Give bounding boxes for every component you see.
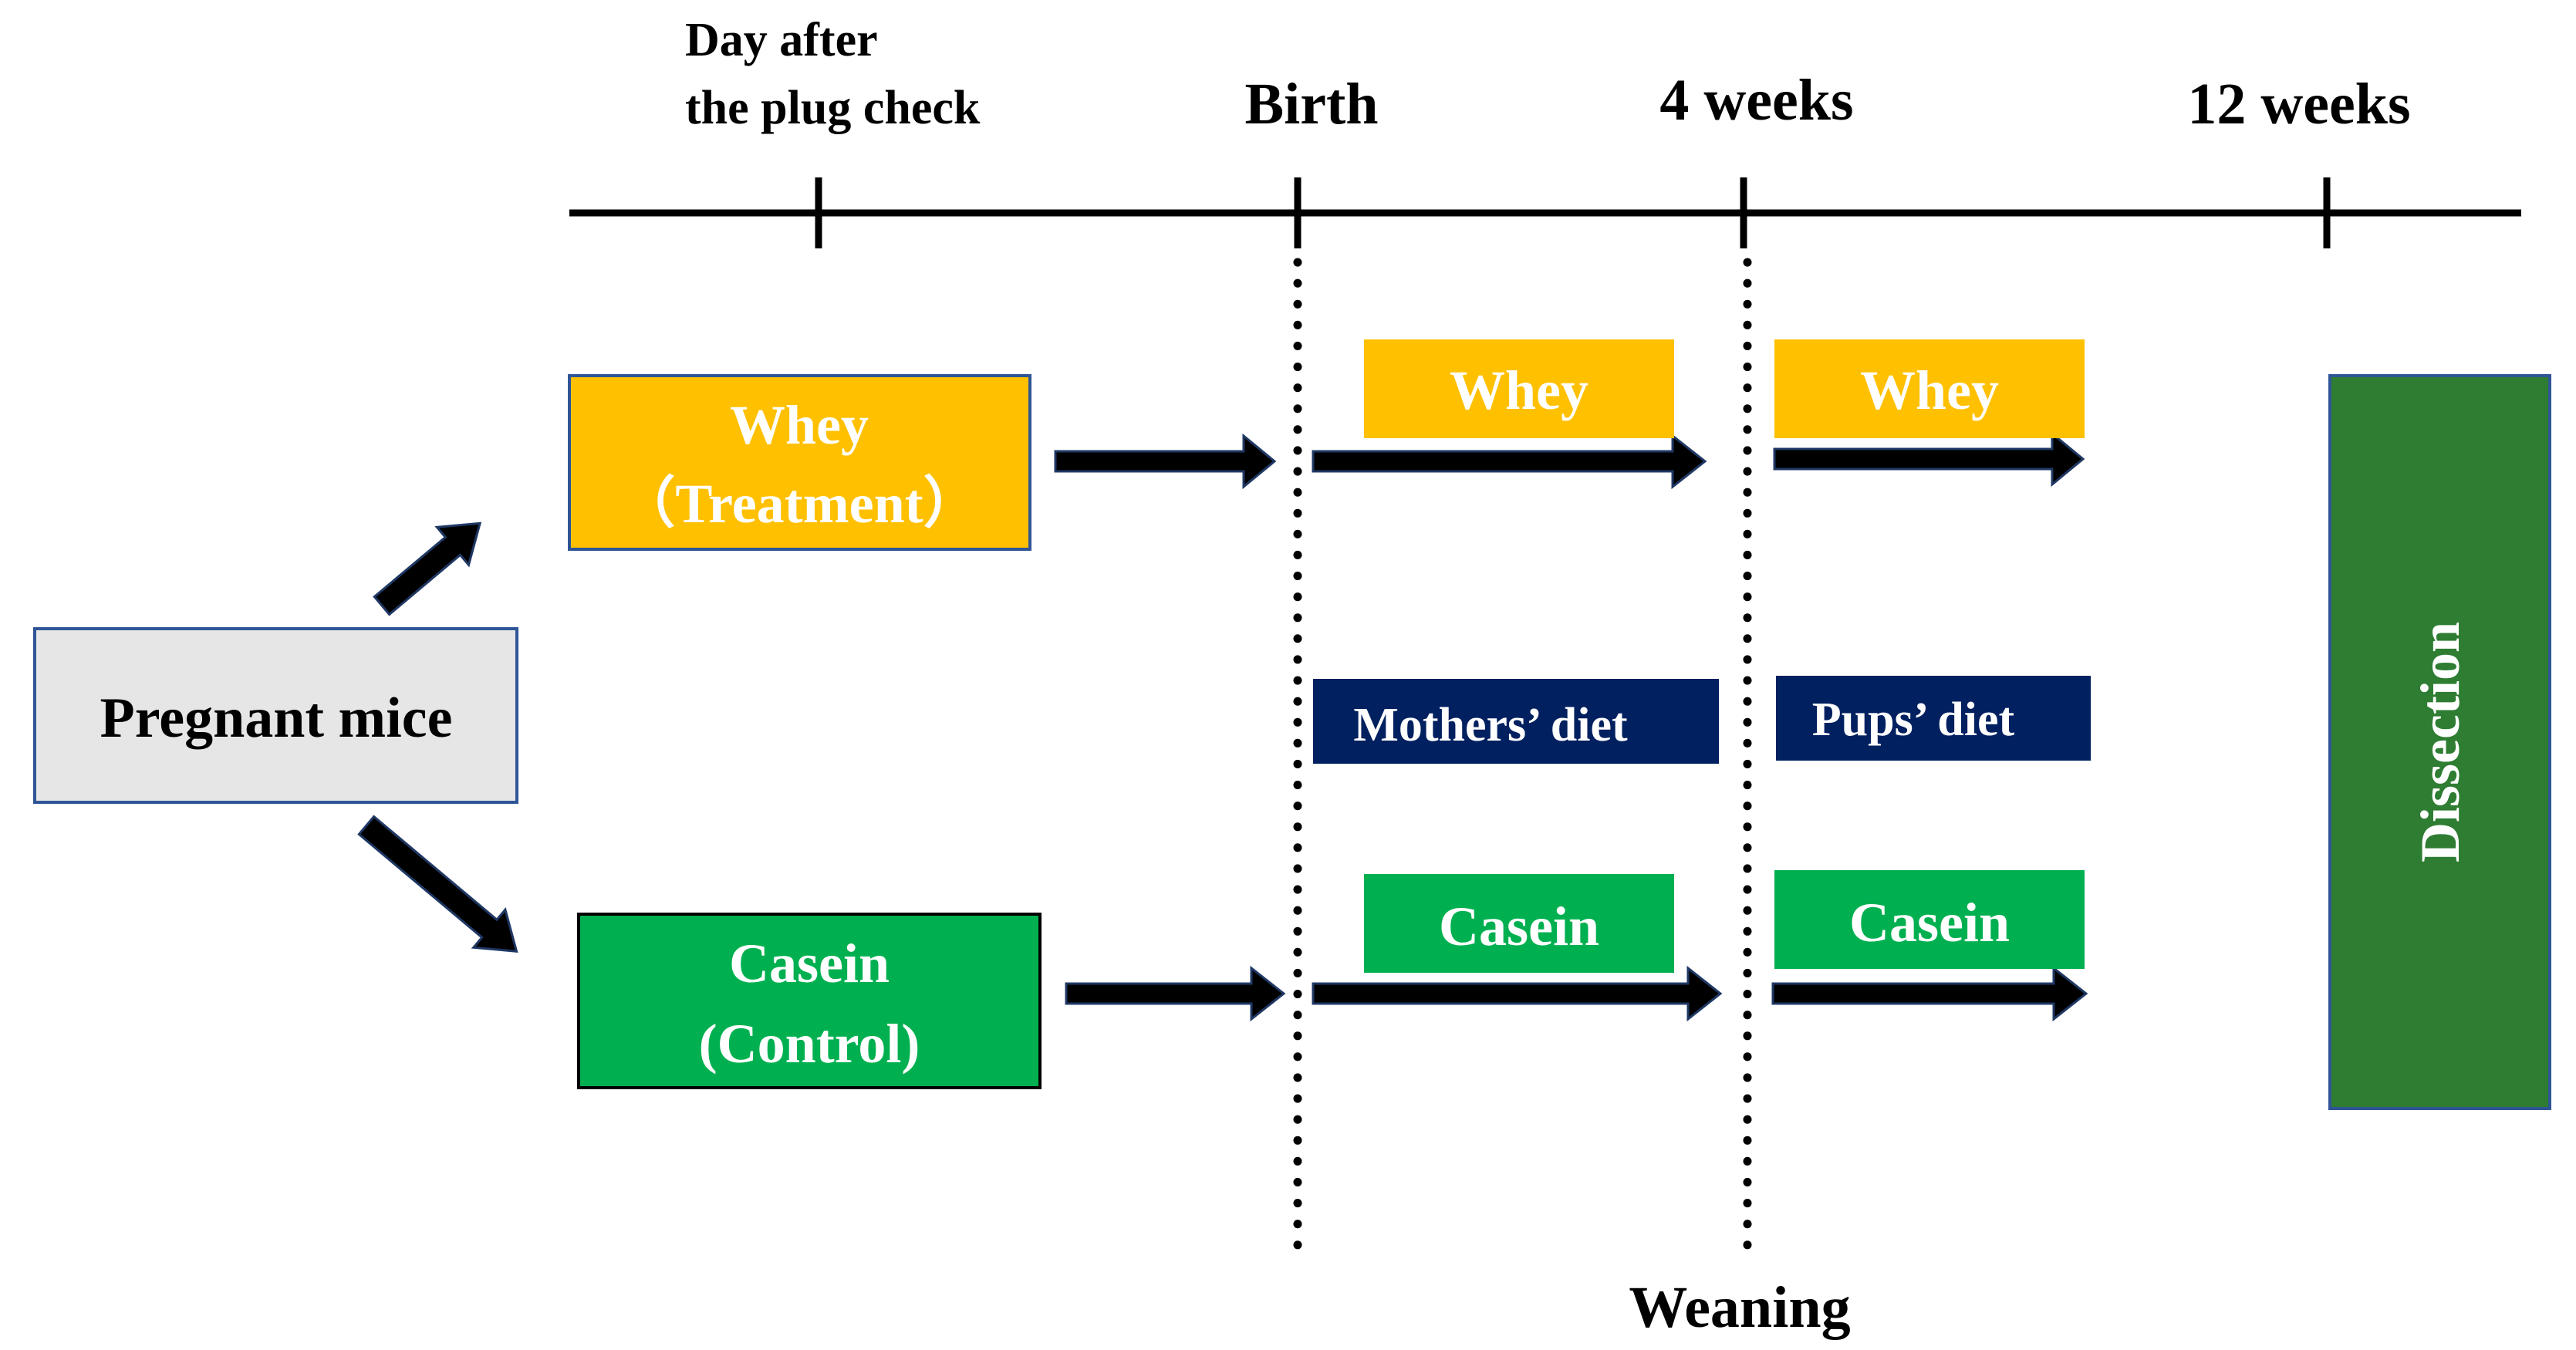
arrow-treatment-birth-to-weaning: [1312, 433, 1707, 490]
label-weaning: Weaning: [1629, 1275, 1850, 1340]
arrow-control-weaning-onward: [1771, 965, 2088, 1022]
arrow-control-birth-to-weaning: [1312, 965, 1723, 1022]
casein-control-line2: (Control): [699, 1013, 920, 1075]
timeline: Day after the plug check Birth 4 weeks 1…: [569, 14, 2521, 248]
whey-treatment-line1: Whey: [730, 394, 869, 456]
label-plug-check-line1: Day after: [685, 14, 878, 66]
pups-diet-label: Pups’ diet: [1812, 694, 2015, 746]
label-12-weeks: 12 weeks: [2187, 72, 2410, 137]
mothers-diet-tag: Mothers’ diet: [1313, 679, 1719, 764]
label-birth: Birth: [1244, 72, 1378, 137]
pregnant-mice-label: Pregnant mice: [100, 687, 453, 750]
casein-control-line1: Casein: [729, 933, 890, 994]
dissection-box: Dissection: [2328, 374, 2551, 1110]
whey-pups-phase: Whey: [1774, 339, 2085, 438]
branch-arrow-treatment: [373, 521, 482, 616]
whey-treatment-box: Whey （Treatment）: [568, 374, 1031, 551]
whey-pups-label: Whey: [1860, 359, 1999, 421]
label-4-weeks: 4 weeks: [1659, 68, 1853, 133]
label-plug-check-line2: the plug check: [685, 82, 981, 134]
arrow-treatment-to-birth: [1054, 433, 1277, 490]
whey-treatment-line2: （Treatment）: [620, 473, 978, 535]
casein-mothers-phase: Casein: [1364, 874, 1674, 973]
casein-mothers-label: Casein: [1439, 896, 1599, 957]
dissection-label: Dissection: [2409, 622, 2471, 862]
pups-diet-tag: Pups’ diet: [1776, 676, 2091, 761]
branch-arrow-control: [357, 815, 518, 953]
casein-pups-phase: Casein: [1774, 870, 2085, 969]
mothers-diet-label: Mothers’ diet: [1353, 699, 1628, 751]
casein-pups-label: Casein: [1849, 892, 2010, 953]
arrow-treatment-weaning-onward: [1773, 430, 2085, 488]
arrow-control-to-birth: [1065, 965, 1286, 1022]
casein-control-box: Casein (Control): [577, 913, 1042, 1089]
whey-mothers-label: Whey: [1450, 359, 1588, 421]
pregnant-mice-box: Pregnant mice: [33, 627, 518, 804]
whey-mothers-phase: Whey: [1364, 339, 1674, 438]
